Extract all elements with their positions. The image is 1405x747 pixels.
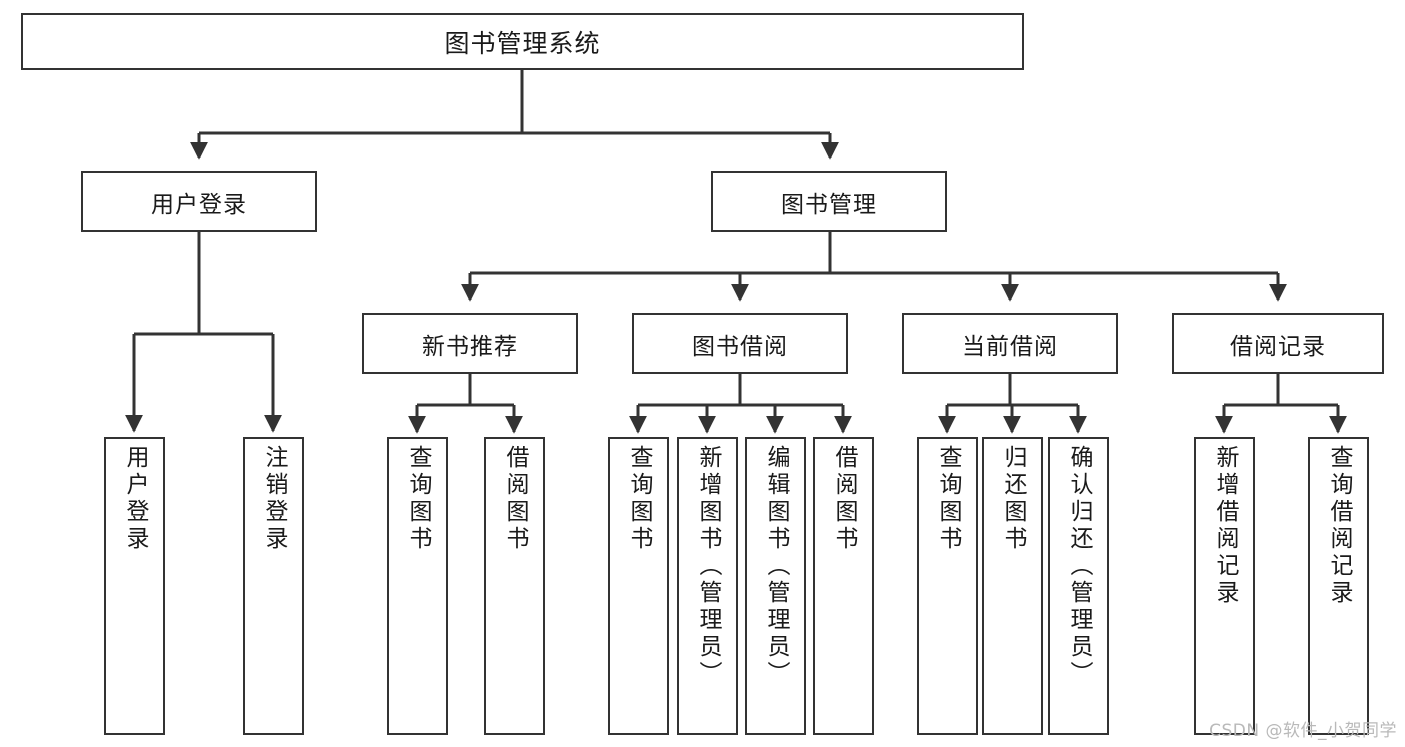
leaf-user-login-signin[interactable]: 用户登录 <box>104 437 165 735</box>
leaf-current-borrow-query[interactable]: 查询图书 <box>917 437 978 735</box>
leaf-label: 借阅图书 <box>831 445 857 553</box>
leaf-book-borrow-query[interactable]: 查询图书 <box>608 437 669 735</box>
leaf-borrow-record-query[interactable]: 查询借阅记录 <box>1308 437 1369 735</box>
leaf-current-borrow-return[interactable]: 归还图书 <box>982 437 1043 735</box>
node-root[interactable]: 图书管理系统 <box>21 13 1024 70</box>
node-current-borrow[interactable]: 当前借阅 <box>902 313 1118 374</box>
node-new-book-recommend[interactable]: 新书推荐 <box>362 313 578 374</box>
node-book-borrow-label: 图书借阅 <box>692 333 788 360</box>
node-borrow-record-label: 借阅记录 <box>1230 333 1326 360</box>
node-book-borrow[interactable]: 图书借阅 <box>632 313 848 374</box>
leaf-user-login-signout[interactable]: 注销登录 <box>243 437 304 735</box>
leaf-label: 新增借阅记录 <box>1212 445 1238 607</box>
leaf-label: 确认归还（管理员） <box>1066 445 1092 688</box>
leaf-label: 查询图书 <box>626 445 652 553</box>
leaf-new-book-query[interactable]: 查询图书 <box>387 437 448 735</box>
node-root-label: 图书管理系统 <box>444 28 601 58</box>
leaf-label: 查询借阅记录 <box>1326 445 1352 607</box>
node-borrow-record[interactable]: 借阅记录 <box>1172 313 1384 374</box>
leaf-book-borrow-borrow[interactable]: 借阅图书 <box>813 437 874 735</box>
node-current-borrow-label: 当前借阅 <box>962 333 1058 360</box>
leaf-label: 归还图书 <box>1000 445 1026 553</box>
leaf-new-book-borrow[interactable]: 借阅图书 <box>484 437 545 735</box>
leaf-borrow-record-add[interactable]: 新增借阅记录 <box>1194 437 1255 735</box>
leaf-label: 新增图书（管理员） <box>695 445 721 688</box>
watermark-text: CSDN @软件_小贺同学 <box>1209 721 1397 741</box>
node-book-management[interactable]: 图书管理 <box>711 171 947 232</box>
node-user-login-label: 用户登录 <box>151 191 247 218</box>
leaf-book-borrow-add[interactable]: 新增图书（管理员） <box>677 437 738 735</box>
node-book-management-label: 图书管理 <box>781 191 877 218</box>
leaf-label: 注销登录 <box>261 445 287 553</box>
leaf-label: 查询图书 <box>405 445 431 553</box>
node-new-book-recommend-label: 新书推荐 <box>422 333 518 360</box>
leaf-label: 用户登录 <box>122 445 148 553</box>
leaf-book-borrow-edit[interactable]: 编辑图书（管理员） <box>745 437 806 735</box>
node-user-login[interactable]: 用户登录 <box>81 171 317 232</box>
leaf-current-borrow-confirm[interactable]: 确认归还（管理员） <box>1048 437 1109 735</box>
leaf-label: 借阅图书 <box>502 445 528 553</box>
leaf-label: 编辑图书（管理员） <box>763 445 789 688</box>
leaf-label: 查询图书 <box>935 445 961 553</box>
